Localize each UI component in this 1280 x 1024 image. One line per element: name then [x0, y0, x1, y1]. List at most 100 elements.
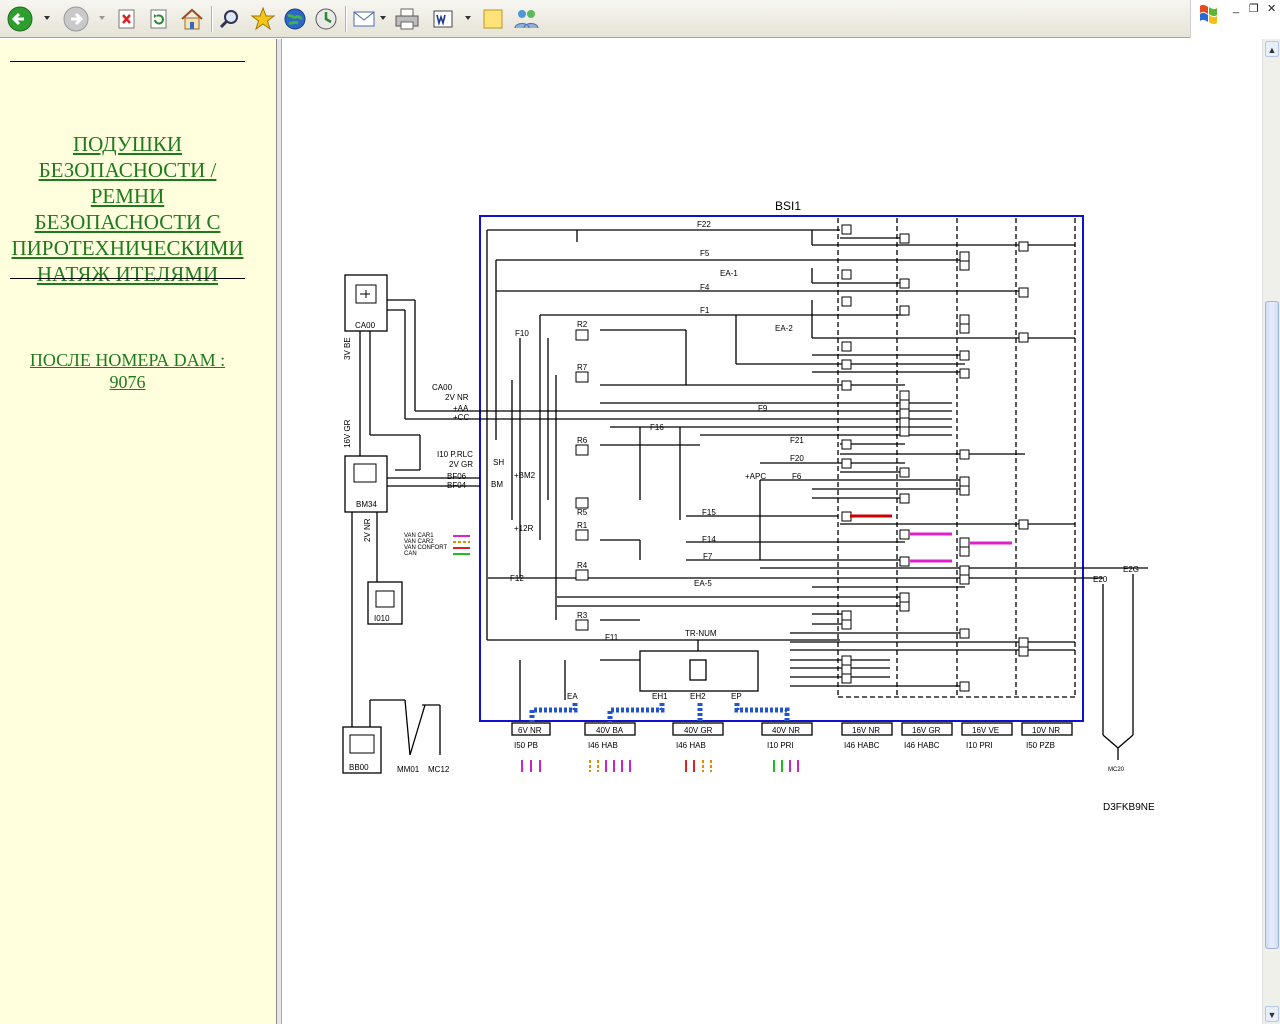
bus-label: EP: [731, 692, 742, 701]
discuss-icon[interactable]: [481, 5, 505, 33]
ecu-icons: [349, 284, 395, 754]
relay-label: R2: [577, 320, 588, 329]
minimize-icon[interactable]: _: [1233, 2, 1240, 14]
fuse-label: F20: [790, 454, 804, 463]
favorites-icon[interactable]: [250, 5, 276, 33]
side-label-2vnr: 2V NR: [363, 518, 372, 542]
fuse-label: F1: [700, 306, 710, 315]
media-icon[interactable]: [282, 5, 308, 33]
fuse-label: F14: [702, 535, 716, 544]
home-icon[interactable]: [179, 5, 205, 33]
relay-label: R6: [577, 436, 588, 445]
title-line: БЕЗОПАСНОСТИ /: [38, 158, 217, 182]
wire-label: +AA: [453, 404, 469, 413]
connector-stubs: [521, 760, 799, 772]
relay-label: R5: [577, 508, 588, 517]
wire-label: EA-1: [720, 269, 738, 278]
connector-top: 16V NR: [852, 726, 880, 735]
divider: [10, 278, 245, 279]
connector-top: 10V NR: [1032, 726, 1060, 735]
connector-top: 40V GR: [684, 726, 713, 735]
wire-label: EA-2: [775, 324, 793, 333]
pin-boxes: [841, 224, 1029, 692]
stop-icon[interactable]: [116, 5, 138, 33]
ca00-tag: CA00: [432, 383, 453, 392]
mc12-label: MC12: [428, 765, 450, 774]
scroll-down-icon[interactable]: ▼: [1265, 1006, 1279, 1022]
edit-dropdown-icon[interactable]: [465, 16, 471, 20]
close-icon[interactable]: ✕: [1267, 3, 1277, 15]
relay-label: R3: [577, 611, 588, 620]
mc20-label: MC20: [1108, 767, 1125, 773]
diagram-labels: BSI1 D3FKB9NE CA00 BM34 I010 BB00 MM01 M…: [343, 199, 1155, 813]
mail-dropdown-icon[interactable]: [380, 16, 386, 20]
bb00-label: BB00: [349, 763, 369, 772]
wiring-lines: [342, 215, 1148, 774]
relay-label: R4: [577, 561, 588, 570]
fuse-label: F10: [515, 329, 529, 338]
title-line: ПИРОТЕХНИЧЕСКИМИ: [11, 236, 244, 260]
section-title-link[interactable]: ПОДУШКИ БЕЗОПАСНОСТИ / РЕМНИ БЕЗОПАСНОСТ…: [0, 131, 255, 287]
connector-bottom: I10 PRI: [767, 741, 794, 750]
title-line: РЕМНИ: [90, 184, 165, 208]
windows-logo-icon: [1200, 4, 1217, 24]
bm34-label: BM34: [356, 500, 377, 509]
search-icon[interactable]: [218, 5, 242, 33]
print-icon[interactable]: [394, 5, 420, 33]
bus-label: EA: [567, 692, 578, 701]
refresh-icon[interactable]: [148, 5, 170, 33]
forward-dropdown-icon[interactable]: [99, 16, 105, 20]
scroll-thumb[interactable]: [1265, 301, 1279, 949]
fuse-label: F15: [702, 508, 716, 517]
title-line: БЕЗОПАСНОСТИ С: [34, 210, 221, 234]
connector-top: 16V GR: [912, 726, 941, 735]
mm01-label: MM01: [397, 765, 420, 774]
wire-label: 2V GR: [449, 460, 473, 469]
forward-icon[interactable]: [62, 5, 90, 33]
fuse-label: F12: [510, 574, 524, 583]
connector-bottom: I46 HABC: [904, 741, 940, 750]
wire-label: EA-5: [694, 579, 712, 588]
vertical-scrollbar[interactable]: ▲ ▼: [1262, 39, 1280, 1024]
fuse-label: F22: [697, 220, 711, 229]
connector-top: 6V NR: [518, 726, 542, 735]
relays: [575, 329, 589, 631]
fuse-label: F6: [792, 472, 802, 481]
history-icon[interactable]: [313, 5, 339, 33]
title-line: НАТЯЖ ИТЕЛЯМИ: [36, 262, 219, 286]
fuse-label: F21: [790, 436, 804, 445]
messenger-icon[interactable]: [513, 5, 539, 33]
dam-line: ПОСЛЕ НОМЕРА DAM :: [29, 350, 226, 370]
back-icon[interactable]: [6, 5, 34, 33]
wire-label: BF04: [447, 481, 467, 490]
relay-label: R1: [577, 521, 588, 530]
back-dropdown-icon[interactable]: [44, 16, 50, 20]
bus-arrows: [529, 703, 790, 722]
dam-number: 9076: [109, 372, 146, 392]
legend-item: VAN CONFORT: [404, 545, 447, 551]
wiring-diagram: BSI1 D3FKB9NE CA00 BM34 I010 BB00 MM01 M…: [342, 199, 1155, 813]
right-tag: E20: [1093, 575, 1108, 584]
wire-label: SH: [493, 458, 504, 467]
browser-toolbar: _ ❐ ✕: [0, 0, 1280, 38]
side-label-16vgr: 16V GR: [343, 419, 352, 448]
divider: [10, 61, 245, 62]
restore-icon[interactable]: ❐: [1249, 3, 1259, 15]
title-line: ПОДУШКИ: [72, 132, 183, 156]
wire-label: +12R: [514, 524, 534, 533]
frame-splitter[interactable]: [276, 39, 282, 1024]
wire-label: +CC: [453, 413, 469, 422]
wire-label: TR-NUM: [685, 629, 717, 638]
connector-bottom: I50 PB: [514, 741, 538, 750]
connector-top: 16V VE: [972, 726, 999, 735]
network-lines: [453, 514, 1012, 563]
window-controls: _ ❐ ✕: [1190, 0, 1280, 38]
mail-icon[interactable]: [352, 5, 378, 33]
content-frame: BSI1 D3FKB9NE CA00 BM34 I010 BB00 MM01 M…: [283, 39, 1262, 1024]
fuse-label: F7: [703, 552, 713, 561]
navigation-frame: ПОДУШКИ БЕЗОПАСНОСТИ / РЕМНИ БЕЗОПАСНОСТ…: [0, 39, 276, 1024]
dam-number-link[interactable]: ПОСЛЕ НОМЕРА DAM : 9076: [0, 349, 255, 393]
bus-label: EH1: [652, 692, 668, 701]
edit-icon[interactable]: [432, 5, 454, 33]
scroll-up-icon[interactable]: ▲: [1265, 41, 1279, 57]
